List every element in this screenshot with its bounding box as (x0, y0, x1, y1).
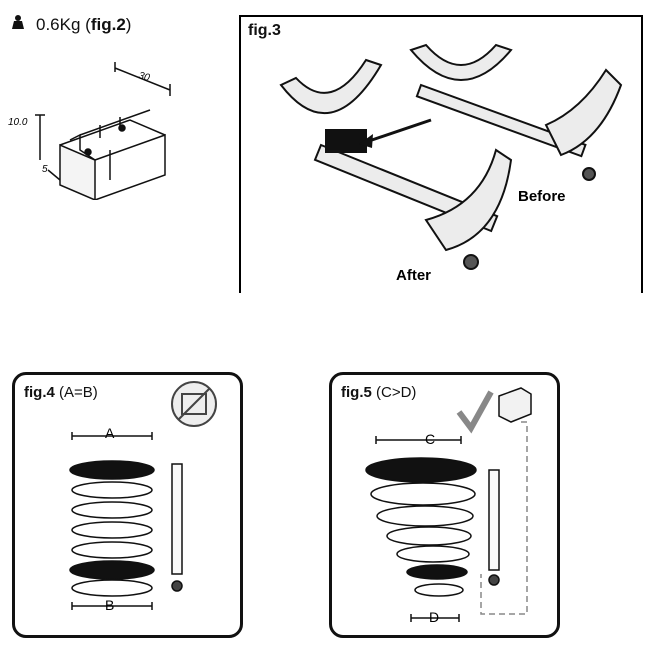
weight-icon (10, 14, 26, 35)
fig2-dim-left: 10.0 (8, 117, 28, 128)
fig3-frame (239, 15, 643, 293)
fig4-label-a: A (105, 425, 115, 441)
fig4-heading: fig.4 (A=B) (24, 384, 98, 401)
fig5-label-d: D (429, 609, 439, 625)
fig2-block-drawing: 30 10.0 5 (8, 62, 171, 200)
fig4-panel (12, 372, 243, 638)
fig3-before-label: Before (518, 188, 566, 205)
block-crossed-icon (171, 381, 217, 427)
weight-line: 0.6Kg (fig.2) (10, 14, 131, 35)
checkmark-icon (456, 390, 494, 434)
fig5-label-c: C (425, 431, 435, 447)
fig3-title: fig.3 (248, 22, 281, 39)
fig5-spring-drawing: C D (365, 387, 532, 625)
fig5-panel (329, 372, 560, 638)
fig4-label-b: B (105, 597, 114, 613)
fig3-compressor-drawing: Before After (279, 43, 623, 284)
fig2-dim-small: 5 (42, 164, 48, 175)
weight-value: 0.6Kg (36, 14, 81, 34)
fig5-title: fig.5 (341, 384, 372, 401)
fig4-spring-drawing: A B (69, 381, 217, 613)
fig2-dim-top: 30 (137, 70, 151, 84)
fig4-title: fig.4 (24, 384, 55, 401)
fig2-ref: fig.2 (90, 14, 126, 34)
fig3-after-label: After (396, 267, 431, 284)
fig4-condition: (A=B) (59, 384, 98, 401)
fig5-heading: fig.5 (C>D) (341, 384, 416, 401)
fig5-condition: (C>D) (376, 384, 417, 401)
